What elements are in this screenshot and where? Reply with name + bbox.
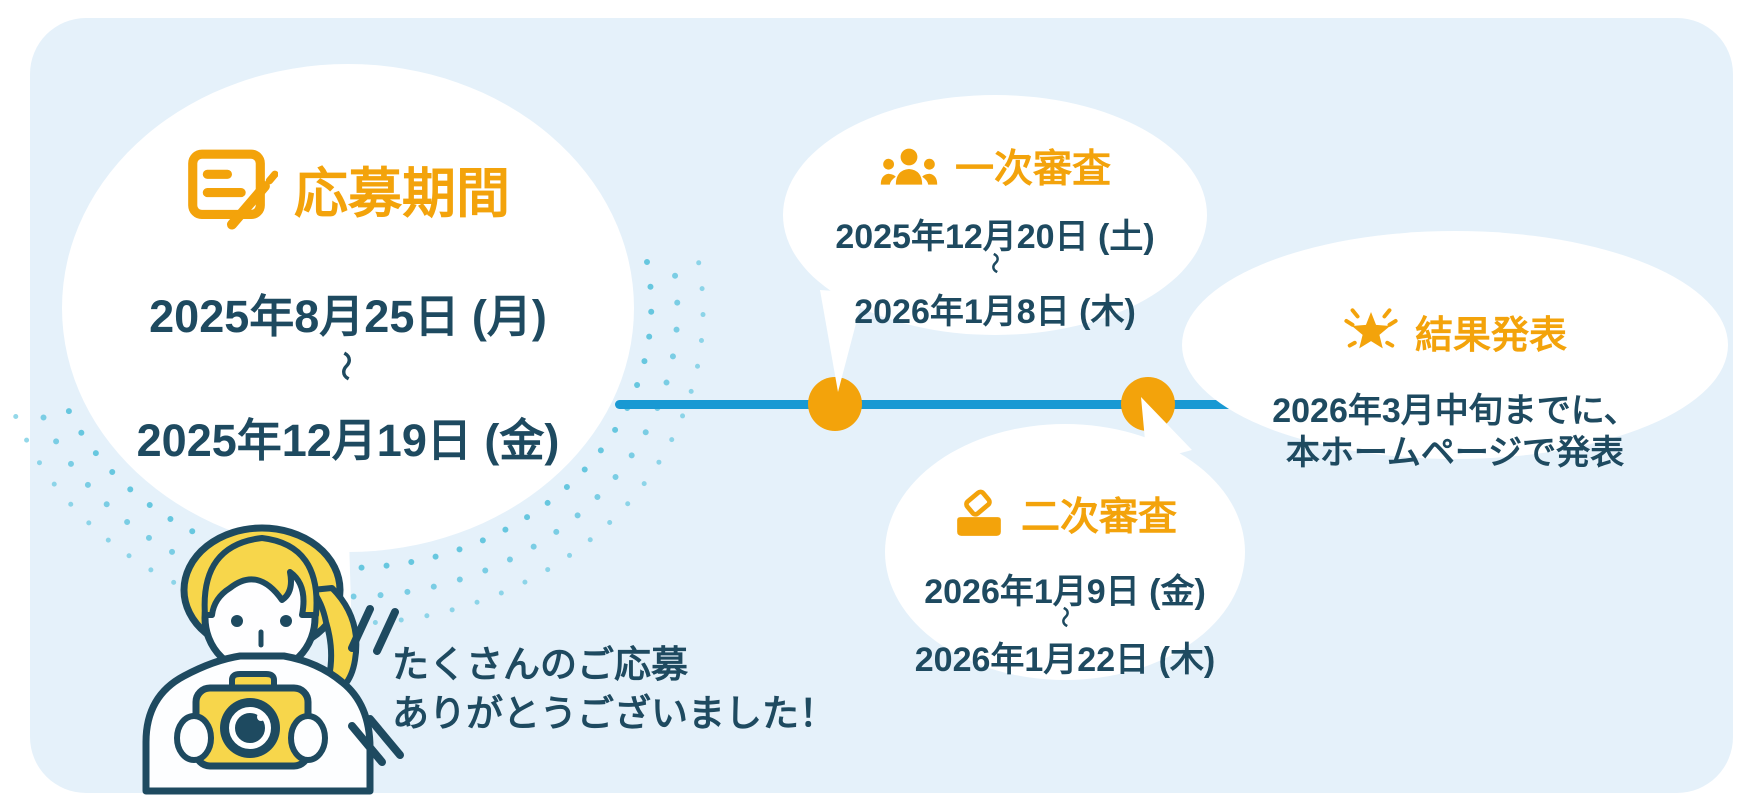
left-hand	[174, 713, 214, 763]
second-screening-title: 二次審査	[1020, 496, 1177, 539]
second-screening-start-date: 2026年1月9日 (金)	[924, 573, 1206, 611]
dotted-halo	[8, 251, 706, 626]
right-hand	[288, 713, 328, 763]
results-title: 結果発表	[1414, 314, 1567, 357]
camera-lens-ring	[229, 707, 271, 749]
hair-fringe	[201, 535, 320, 618]
application-period-bubble	[62, 64, 634, 552]
application-range-separator: 〜	[38, 344, 658, 388]
photographer-illustration	[142, 524, 374, 795]
second-screening-header: 二次審査	[835, 486, 1295, 542]
first-screening-bubble-tail	[820, 290, 864, 392]
second-screening-end-date: 2026年1月22日 (木)	[914, 641, 1216, 679]
application-start-date: 2025年8月25日 (月)	[149, 291, 547, 342]
application-form-icon	[188, 149, 278, 230]
first-screening-bubble	[783, 95, 1207, 335]
thanks-message: たくさんのご応募 ありがとうございました！	[392, 640, 952, 738]
second-screening-range-separator: 〜	[835, 602, 1295, 632]
ballot-box-icon	[957, 489, 1001, 536]
first-screening-range-separator: 〜	[765, 248, 1225, 278]
results-detail-line2: 本ホームページで発表	[1285, 434, 1625, 472]
judges-people-icon	[880, 148, 938, 185]
star-sparkle-icon	[1344, 308, 1398, 349]
application-period-header: 応募期間	[48, 146, 648, 230]
lens-highlight	[257, 713, 265, 721]
tilde-glyph: 〜	[1052, 606, 1075, 628]
second-screening-bubble	[885, 424, 1245, 680]
timeline-node-first-screening	[808, 377, 862, 431]
second-screening-bubble-tail	[1141, 397, 1192, 462]
results-bubble	[1182, 231, 1728, 459]
emphasis-slashes	[348, 605, 404, 766]
first-screening-header: 一次審査	[765, 138, 1225, 194]
results-header: 結果発表	[1165, 303, 1745, 359]
right-eye	[280, 615, 292, 627]
camera-lens	[220, 698, 280, 758]
timeline-node-second-screening	[1121, 377, 1175, 431]
results-detail-line1: 2026年3月中旬までに、	[1272, 392, 1638, 430]
tilde-glyph: 〜	[328, 351, 361, 381]
application-period-title: 応募期間	[294, 163, 510, 224]
left-eye	[231, 615, 243, 627]
thanks-line2: ありがとうございました！	[392, 693, 836, 734]
first-screening-start-date: 2025年12月20日 (土)	[835, 218, 1155, 256]
first-screening-end-date: 2026年1月8日 (木)	[854, 293, 1136, 331]
tilde-glyph: 〜	[982, 252, 1005, 274]
first-screening-title: 一次審査	[954, 148, 1111, 191]
application-end-date: 2025年12月19日 (金)	[136, 415, 560, 466]
thanks-line1: たくさんのご応募	[392, 644, 688, 685]
